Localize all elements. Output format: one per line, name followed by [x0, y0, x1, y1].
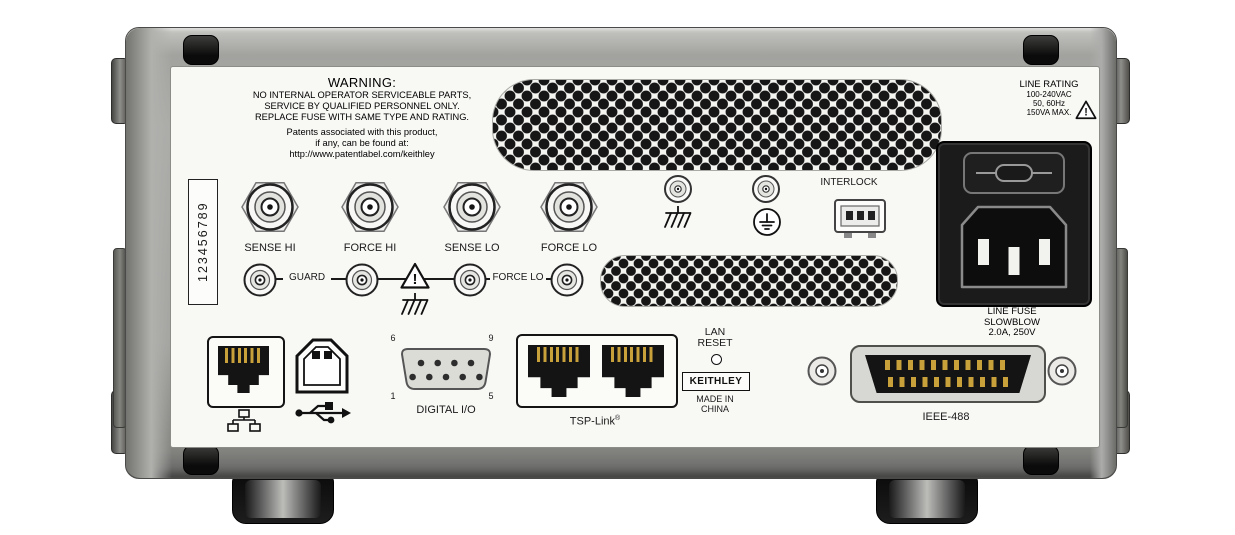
warning-text-block: WARNING: NO INTERNAL OPERATOR SERVICEABL… — [245, 75, 479, 160]
tsp-link-label: TSP-Link® — [540, 415, 650, 428]
corner-bumper — [183, 35, 219, 65]
svg-text:!: ! — [1084, 107, 1088, 119]
interlock-connector — [834, 199, 886, 238]
rj45-jack — [528, 345, 590, 397]
bnc-connector-label: SENSE HI — [244, 242, 296, 254]
patent-line: http://www.patentlabel.com/keithley — [289, 148, 435, 159]
patent-line: Patents associated with this product, — [286, 127, 438, 138]
binding-post — [664, 175, 692, 203]
ventilation-grille-top — [492, 79, 942, 171]
guard-terminal — [243, 263, 277, 297]
ieee488-pin-row — [885, 377, 1011, 387]
warning-line: SERVICE BY QUALIFIED PERSONNEL ONLY. — [264, 100, 460, 111]
rj45-pins — [225, 348, 262, 363]
chassis-frame: 123456789 WARNING: NO INTERNAL OPERATOR … — [125, 27, 1117, 479]
registered-mark: ® — [615, 415, 621, 422]
foot — [876, 474, 978, 524]
keithley-logo: KEITHLEY — [682, 372, 750, 391]
warning-title: WARNING: — [327, 75, 397, 90]
made-in-label: MADE IN — [696, 394, 734, 404]
foot-pad — [245, 480, 321, 518]
svg-text:!: ! — [413, 271, 418, 288]
bnc-connector — [341, 182, 399, 232]
foot-pad — [889, 480, 965, 518]
digital-io-pin-6: 6 — [390, 333, 396, 343]
line-rating-frequency: 50, 60Hz — [1032, 99, 1066, 108]
jack-screw — [1047, 356, 1077, 386]
digital-io-connector — [401, 348, 491, 390]
warning-triangle-icon: ! — [400, 262, 430, 289]
chassis-ground-icon — [401, 293, 429, 315]
patent-line: if any, can be found at: — [315, 138, 409, 149]
line-rating-title: LINE RATING — [1019, 79, 1079, 90]
foot — [232, 474, 334, 524]
bnc-connector — [443, 182, 501, 232]
digital-io-pin-9: 9 — [488, 333, 494, 343]
warning-triangle-icon: ! — [1075, 100, 1097, 120]
serial-number-label: 123456789 — [188, 179, 218, 305]
line-rating-voltage: 100-240VAC — [1026, 90, 1072, 99]
bnc-connector — [241, 182, 299, 232]
bnc-connector — [540, 182, 598, 232]
ieee488-label: IEEE-488 — [922, 411, 970, 423]
earth-ground-icon — [753, 208, 781, 236]
force-lo-terminal — [453, 263, 487, 297]
lan-reset-label: LAN — [704, 326, 726, 338]
guard-label: GUARD — [283, 272, 331, 284]
usb-icon — [295, 402, 351, 424]
network-icon — [227, 409, 261, 432]
line-rating-block: LINE RATING 100-240VAC 50, 60Hz 150VA MA… — [1019, 79, 1079, 117]
rj45-jack — [218, 346, 269, 393]
line-rating-power: 150VA MAX. — [1026, 108, 1072, 117]
line-fuse-line: 2.0A, 250V — [988, 327, 1036, 338]
rj45-jack — [602, 345, 664, 397]
corner-bumper — [1023, 35, 1059, 65]
digital-io-pin-5: 5 — [488, 391, 494, 401]
digital-io-pin-1: 1 — [390, 391, 396, 401]
power-inlet-module — [936, 141, 1092, 307]
corner-bumper — [1023, 445, 1059, 475]
rj45-pins — [610, 347, 656, 362]
bnc-connector-label: SENSE LO — [444, 242, 500, 254]
guard-terminal — [345, 263, 379, 297]
chassis-ground-icon — [664, 206, 692, 228]
digital-io-label: DIGITAL I/O — [416, 404, 476, 416]
iec-power-inlet — [960, 205, 1068, 289]
ieee488-connector — [850, 345, 1046, 403]
interlock-label: INTERLOCK — [820, 177, 878, 188]
lan-reset-label: RESET — [697, 337, 733, 349]
rear-panel: 123456789 WARNING: NO INTERNAL OPERATOR … — [170, 66, 1100, 448]
rj45-pins — [536, 347, 582, 362]
usb-b-port — [295, 338, 349, 394]
lan-reset-hole — [711, 354, 722, 365]
ieee488-pin-field — [865, 355, 1031, 393]
line-fuse-line: LINE FUSE — [987, 306, 1037, 317]
line-fuse-label: LINE FUSE SLOWBLOW 2.0A, 250V — [962, 306, 1062, 339]
bnc-connector-label: FORCE LO — [540, 242, 598, 254]
bnc-connector-label: FORCE HI — [343, 242, 397, 254]
force-lo-label: FORCE LO — [490, 272, 546, 284]
corner-bumper — [183, 445, 219, 475]
jack-screw — [807, 356, 837, 386]
warning-line: REPLACE FUSE WITH SAME TYPE AND RATING. — [254, 111, 470, 122]
fuse-drawer — [963, 152, 1065, 194]
ventilation-grille-bottom — [600, 255, 898, 307]
ieee488-pin-row — [885, 360, 1011, 370]
ethernet-port — [207, 336, 285, 408]
chassis-left-shade — [126, 28, 172, 478]
force-lo-terminal — [550, 263, 584, 297]
tsp-link-name: TSP-Link — [569, 415, 616, 428]
tsp-link-ports — [516, 334, 678, 408]
made-in-label: CHINA — [700, 404, 729, 414]
line-fuse-line: SLOWBLOW — [984, 316, 1040, 328]
warning-line: NO INTERNAL OPERATOR SERVICEABLE PARTS, — [252, 90, 472, 100]
binding-post — [752, 175, 780, 203]
